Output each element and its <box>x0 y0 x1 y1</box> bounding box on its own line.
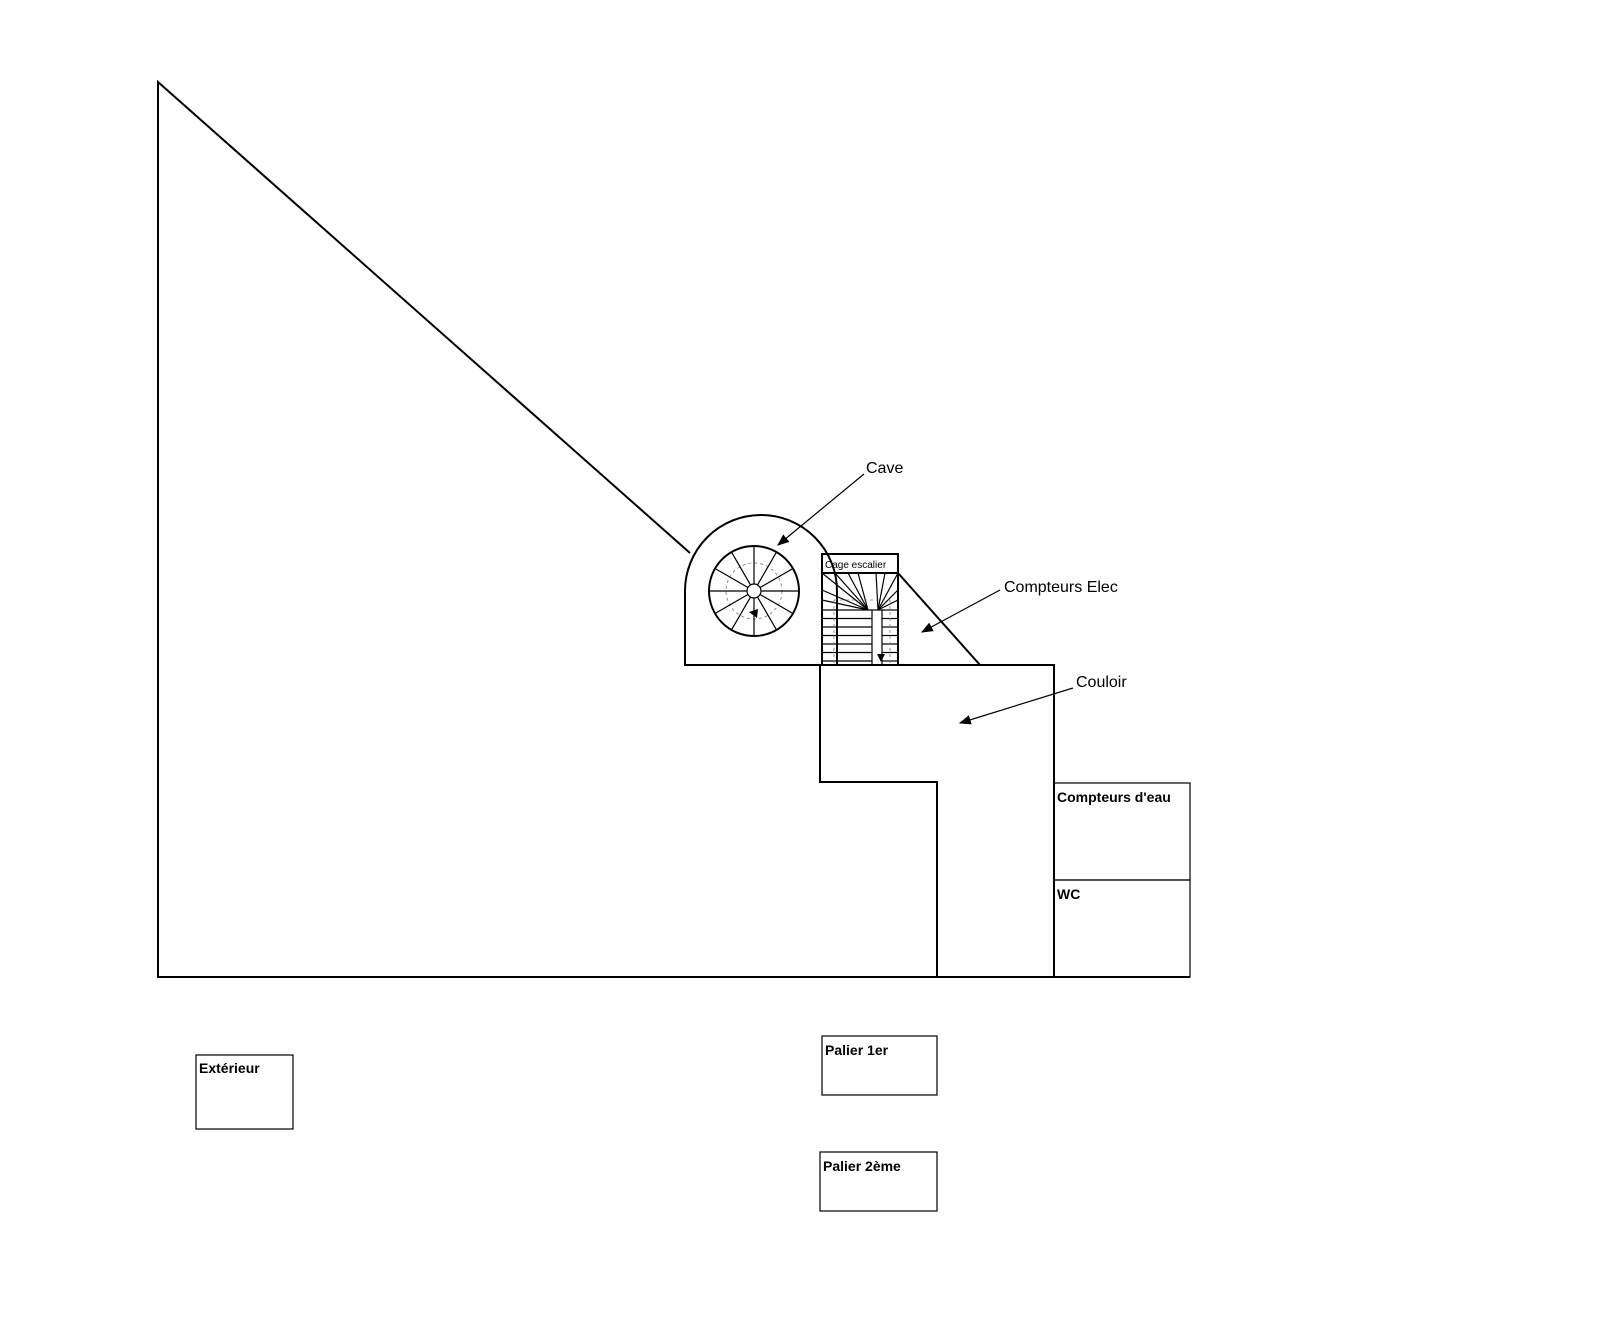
palier-1er-label: Palier 1er <box>825 1042 889 1058</box>
stair-tread <box>756 551 778 586</box>
wc-label: WC <box>1057 886 1080 902</box>
exterieur-box[interactable] <box>195 1054 294 1130</box>
building-outline <box>157 79 1190 978</box>
stair-step <box>877 572 899 611</box>
wc-room[interactable] <box>1053 879 1191 978</box>
stair-tread <box>730 596 752 631</box>
palier-2eme-box[interactable] <box>819 1151 938 1212</box>
cave-arrow <box>777 473 865 546</box>
couloir-label: Couloir <box>1076 674 1127 691</box>
stair-tread <box>756 596 778 631</box>
stair-step <box>877 572 886 611</box>
straight-staircase <box>821 572 899 666</box>
stair-tread <box>714 567 749 589</box>
compteurs-elec-label: Compteurs Elec <box>1004 579 1118 596</box>
stair-tread <box>759 593 794 615</box>
cave-label: Cave <box>866 460 903 477</box>
stair-step <box>834 572 869 611</box>
stair-step <box>821 589 869 611</box>
down-arrow-icon <box>749 609 758 618</box>
exterieur-label: Extérieur <box>199 1060 260 1076</box>
stair-step <box>857 572 869 611</box>
couloir-room[interactable] <box>819 664 1055 978</box>
palier-2eme-label: Palier 2ème <box>823 1158 901 1174</box>
down-arrow-icon <box>877 654 885 662</box>
cage-escalier-label: Cage escalier <box>825 560 887 571</box>
compteurs-elec-arrow <box>920 589 1001 633</box>
stair-step <box>847 572 869 611</box>
cave-room[interactable] <box>684 514 838 666</box>
stair-step <box>821 599 869 611</box>
palier-1er-box[interactable] <box>821 1035 938 1096</box>
stair-step <box>877 599 899 611</box>
stair-tread <box>730 551 752 586</box>
compteurs-eau-label: Compteurs d'eau <box>1057 789 1171 805</box>
spiral-staircase <box>708 545 800 637</box>
couloir-arrow <box>958 687 1074 725</box>
compteurs-elec-area[interactable] <box>897 572 983 666</box>
stair-tread <box>759 567 794 589</box>
stair-tread <box>714 593 749 615</box>
stair-step <box>821 572 869 611</box>
stair-step <box>875 572 879 611</box>
